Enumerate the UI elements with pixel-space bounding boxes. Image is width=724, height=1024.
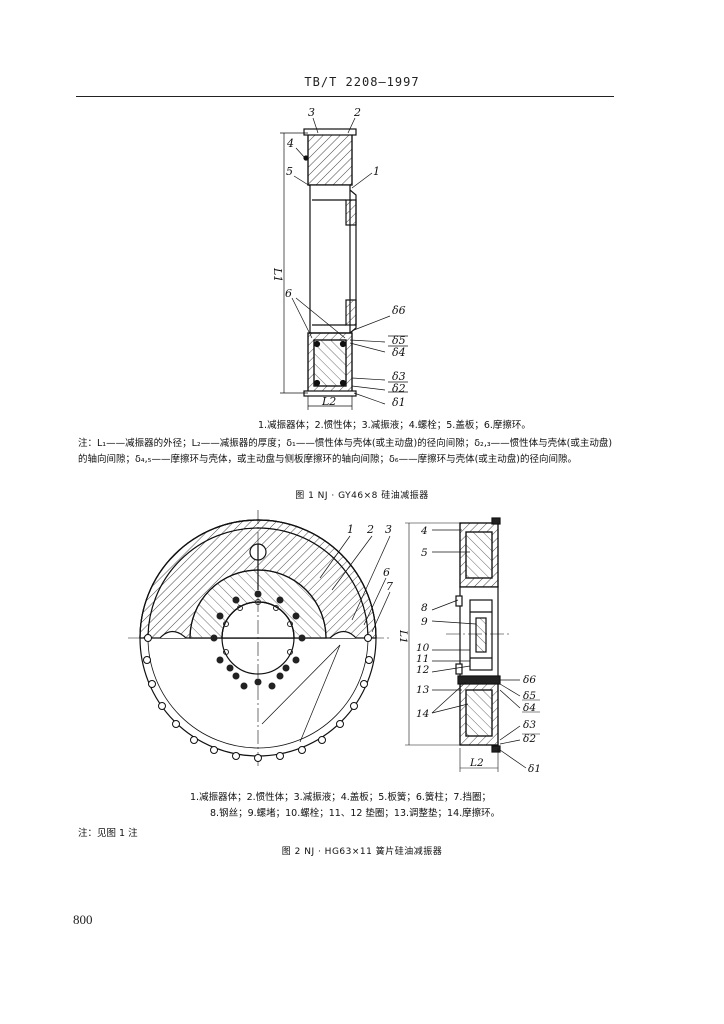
fig1-gap-d4: δ4 [392,346,406,359]
fig2-callout-6: 6 [383,566,390,579]
fig1-gap-d5: δ5 [392,334,406,347]
figure1-note: 注：L₁——减振器的外径；L₂——减振器的厚度；δ₁——惯性体与壳体(或主动盘)… [78,438,613,465]
fig2-callout-1: 1 [347,523,354,536]
fig2-gap-d3: δ3 [523,719,536,731]
fig2-callout-11: 11 [416,653,429,665]
fig2-gap-d5: δ5 [523,690,536,702]
fig1-dim-L1: L1 [271,267,284,282]
page-number: 800 [73,912,93,927]
fig2-dim-L2: L2 [469,757,484,769]
fig2-callout-3: 3 [385,523,392,536]
fig2-gap-d4: δ4 [523,702,536,714]
figure2-note: 注：见图 1 注 [78,828,138,839]
fig2-dim-L1: L1 [397,629,409,644]
header-rule [76,96,614,97]
fig2-callout-5: 5 [421,547,428,559]
fig1-callout-1: 1 [373,165,380,178]
figure2-front-callouts: 1 2 3 6 7 [347,523,393,593]
figure2-title: 图 2 NJ · HG63×11 簧片硅油减振器 [281,847,443,857]
fig1-gap-d1: δ1 [392,396,406,409]
fig2-callout-8: 8 [421,602,428,614]
figure2-legend-line1: 1.减振器体；2.惯性体；3.减振液；4.盖板；5.板簧；6.簧柱；7.挡圈； [190,792,491,803]
figure2-legend-line2: 8.钢丝；9.螺堵；10.螺栓；11、12 垫圈；13.调整垫；14.摩擦环。 [210,808,501,819]
figure1-callouts: 3 2 4 5 1 6 L1 L2 δ6 δ5 δ4 δ3 δ2 δ1 [271,106,406,409]
fig2-callout-4: 4 [420,525,428,537]
fig1-callout-2: 2 [353,106,361,119]
fig2-gap-d6: δ6 [523,674,536,686]
fig2-gap-d1: δ1 [528,763,541,775]
figure1-title: 图 1 NJ · GY46×8 硅油减振器 [295,491,429,501]
fig2-callout-7: 7 [386,580,393,593]
fig2-callout-10: 10 [416,642,430,654]
fig2-callout-12: 12 [416,664,430,676]
fig2-callout-2: 2 [366,523,374,536]
figure2-side-section [405,517,540,772]
fig2-callout-13: 13 [416,684,430,696]
fig2-gap-d2: δ2 [523,733,536,745]
fig1-gap-d3: δ3 [392,370,406,383]
fig2-callout-14: 14 [416,708,429,720]
fig1-gap-d2: δ2 [392,382,406,395]
fig1-callout-5: 5 [286,165,293,178]
fig2-callout-9: 9 [421,616,428,628]
figure1-legend: 1.减振器体；2.惯性体；3.减振液；4.螺栓；5.盖板；6.摩擦环。 [258,420,531,431]
figure2-side-callouts: 4 5 8 9 10 11 12 13 14 L1 L2 δ6 δ5 δ4 δ3… [397,525,541,775]
fig1-callout-3: 3 [308,106,315,119]
figure1-drawing [280,117,408,410]
fig1-callout-6: 6 [285,287,292,300]
figure2-front-view [128,510,391,766]
fig1-dim-L2: L2 [321,395,336,408]
standard-code-header: TB/T 2208—1997 [304,75,420,89]
fig1-gap-d6: δ6 [392,304,406,317]
fig1-callout-4: 4 [286,137,294,150]
